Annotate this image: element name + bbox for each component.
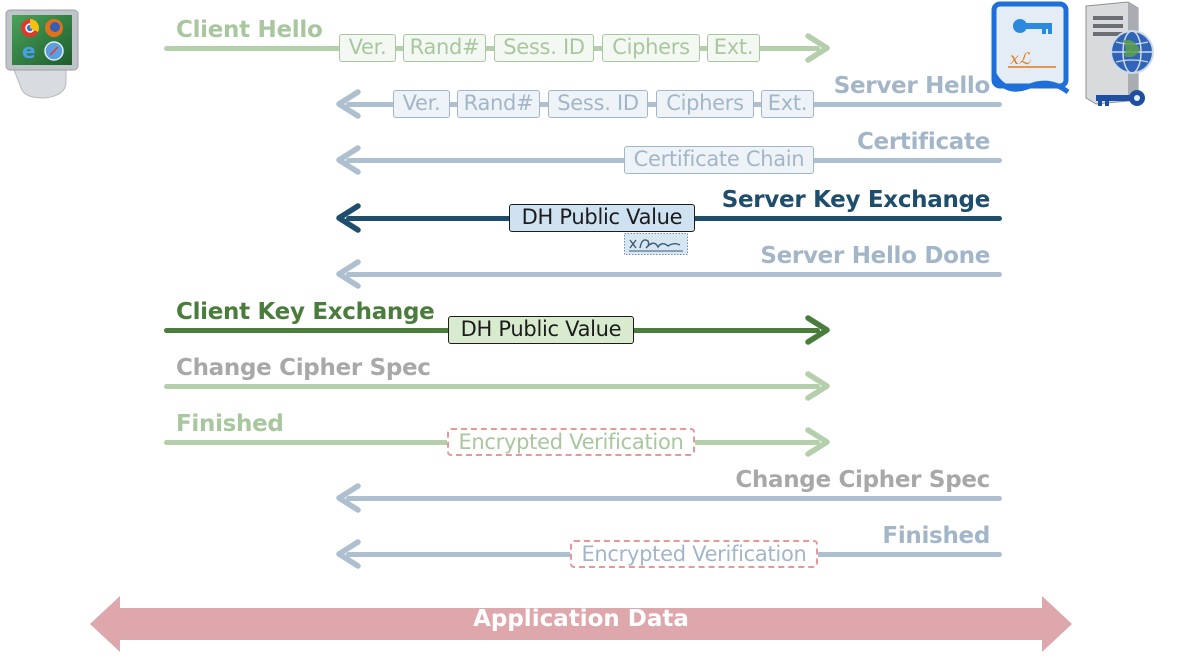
message-field-box: Ver.: [339, 34, 396, 62]
signature-icon: [624, 233, 688, 255]
message-arrow-line: [346, 272, 1002, 277]
application-data-arrow: [90, 594, 1072, 654]
arrow-left-icon: [336, 203, 361, 233]
message-field-box: Ver.: [393, 90, 450, 118]
message-label: Change Cipher Spec: [176, 355, 431, 381]
message-field-box: DH Public Value: [509, 204, 695, 232]
message-field-box: DH Public Value: [448, 316, 634, 344]
message-field-box: Ext.: [761, 90, 814, 118]
message-label: Finished: [882, 523, 990, 549]
arrow-right-icon: [805, 33, 830, 63]
message-arrow-line: [164, 46, 820, 51]
encrypted-field-box: Encrypted Verification: [447, 428, 695, 456]
message-field-box: Ext.: [707, 34, 760, 62]
encrypted-field-box: Encrypted Verification: [570, 540, 818, 568]
message-label: Server Hello Done: [760, 243, 990, 269]
message-field-box: Sess. ID: [494, 34, 594, 62]
message-field-box: Rand#: [403, 34, 486, 62]
server-icon: xℒ: [990, 0, 1162, 112]
message-label: Finished: [176, 411, 284, 437]
message-label: Client Hello: [176, 17, 323, 43]
message-arrow-line: [346, 496, 1002, 501]
message-label: Certificate: [856, 129, 990, 155]
message-label: Server Key Exchange: [721, 187, 991, 213]
arrow-left-icon: [336, 539, 361, 569]
message-field-box: Sess. ID: [548, 90, 648, 118]
application-data-label: Application Data: [473, 606, 689, 632]
client-computer-icon: e: [4, 6, 84, 102]
arrow-right-icon: [805, 371, 830, 401]
svg-text:xℒ: xℒ: [1010, 49, 1031, 68]
message-field-box: Certificate Chain: [624, 146, 814, 174]
arrow-left-icon: [336, 145, 361, 175]
message-field-box: Rand#: [457, 90, 540, 118]
arrow-left-icon: [336, 89, 361, 119]
message-label: Server Hello: [833, 73, 991, 99]
message-field-box: Ciphers: [656, 90, 754, 118]
message-field-box: Ciphers: [602, 34, 700, 62]
arrow-right-icon: [805, 427, 830, 457]
message-label: Change Cipher Spec: [735, 467, 990, 493]
svg-text:e: e: [22, 39, 36, 63]
arrow-right-icon: [805, 315, 830, 345]
message-arrow-line: [164, 384, 820, 389]
arrow-left-icon: [336, 483, 361, 513]
arrow-left-icon: [336, 259, 361, 289]
message-label: Client Key Exchange: [176, 299, 435, 325]
